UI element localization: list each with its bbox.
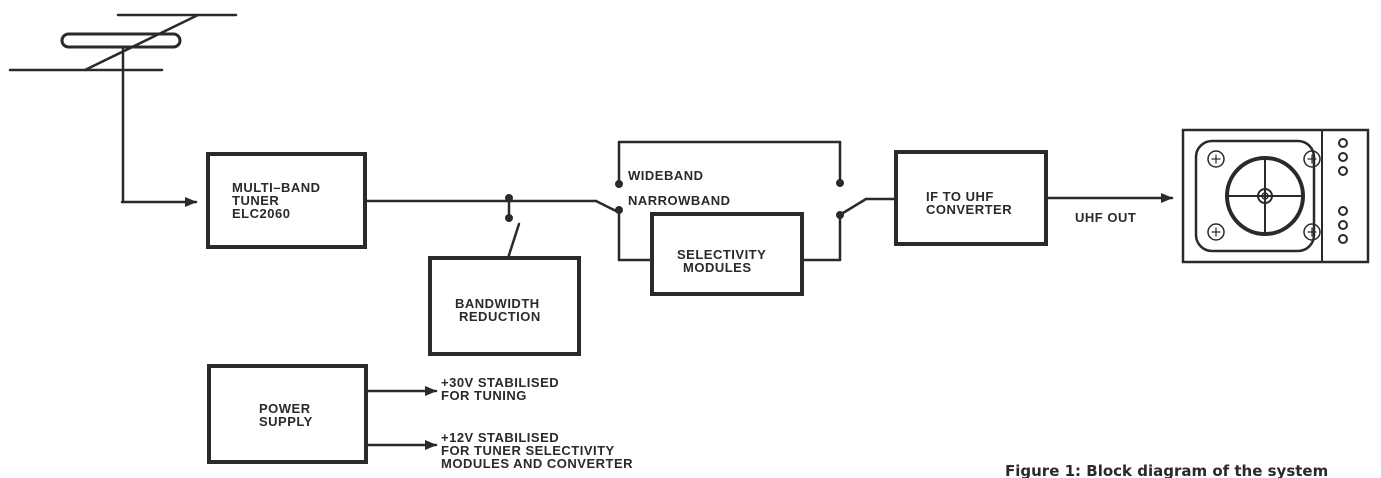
antenna-icon [8,13,238,204]
power-supply-block [207,364,368,464]
selectivity-label-1: SELECTIVITY [677,247,766,262]
svg-text:NARROWBAND: NARROWBAND [628,193,731,208]
svg-text:IF TO UHF: IF TO UHF [926,189,994,204]
svg-text:Figure 1: Block diagram of the: Figure 1: Block diagram of the system [1005,462,1328,478]
tv-monitor-icon [1181,128,1370,264]
svg-text:+12V STABILISED: +12V STABILISED [441,430,559,445]
svg-text:FOR TUNING: FOR TUNING [441,388,527,403]
tuner-label-1: MULTI–BAND [232,180,321,195]
svg-text:ELC2060: ELC2060 [232,206,290,221]
svg-text:+30V STABILISED: +30V STABILISED [441,375,559,390]
svg-text:SUPPLY: SUPPLY [259,414,313,429]
supply-12v-line-2: FOR TUNER SELECTIVITY [441,443,615,458]
input-switch [594,140,654,262]
bandwidth-reduction-block [428,256,581,356]
wideband-label: WIDEBAND [628,168,704,183]
svg-text:POWER: POWER [259,401,311,416]
converter-label-2: CONVERTER [926,202,1012,217]
svg-text:UHF OUT: UHF OUT [1075,210,1136,225]
power-label-2: SUPPLY [259,414,313,429]
svg-text:REDUCTION: REDUCTION [459,309,541,324]
svg-text:MODULES AND CONVERTER: MODULES AND CONVERTER [441,456,633,471]
figure-caption: Figure 1: Block diagram of the system [1005,462,1328,478]
bandwidth-label-1: BANDWIDTH [455,296,540,311]
svg-text:BANDWIDTH: BANDWIDTH [455,296,540,311]
svg-text:MODULES: MODULES [683,260,752,275]
bandwidth-switch [505,194,521,260]
svg-text:MULTI–BAND: MULTI–BAND [232,180,321,195]
output-switch [836,179,898,219]
svg-text:FOR TUNER SELECTIVITY: FOR TUNER SELECTIVITY [441,443,615,458]
narrowband-label: NARROWBAND [628,193,731,208]
supply-30v-line-2: FOR TUNING [441,388,527,403]
svg-text:TUNER: TUNER [232,193,279,208]
svg-text:CONVERTER: CONVERTER [926,202,1012,217]
tuner-label-2: TUNER [232,193,279,208]
svg-text:SELECTIVITY: SELECTIVITY [677,247,766,262]
uhf-out-label: UHF OUT [1075,210,1136,225]
supply-30v-line-1: +30V STABILISED [441,375,559,390]
converter-label-1: IF TO UHF [926,189,994,204]
supply-12v-line-1: +12V STABILISED [441,430,559,445]
tuner-label-3: ELC2060 [232,206,290,221]
selectivity-modules-block [650,212,804,296]
supply-12v-line-3: MODULES AND CONVERTER [441,456,633,471]
selectivity-label-2: MODULES [683,260,752,275]
bandwidth-label-2: REDUCTION [459,309,541,324]
power-label-1: POWER [259,401,311,416]
svg-text:WIDEBAND: WIDEBAND [628,168,704,183]
